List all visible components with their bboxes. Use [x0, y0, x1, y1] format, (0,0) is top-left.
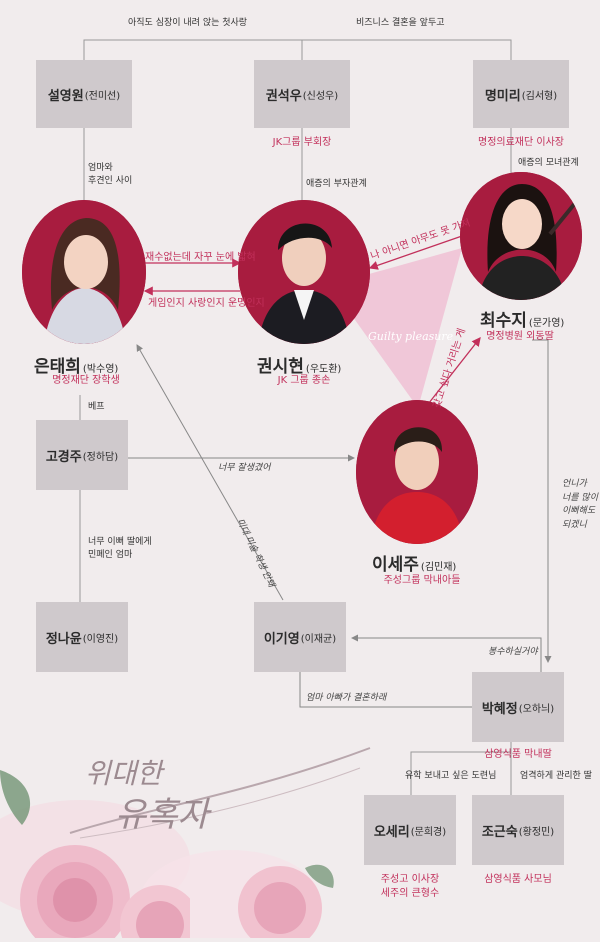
person-name: 이기영 — [263, 631, 300, 647]
relation-mom-guardian-line1: 엄마와 — [88, 163, 113, 173]
person-actor: (오하늬) — [518, 703, 555, 715]
card-kwon-seokwoo: 권석우(신성우) — [254, 60, 350, 128]
role-park: 삼영식품 막내딸 — [484, 749, 552, 760]
person-actor: (김서형) — [521, 90, 558, 102]
card-oh: 오세리(문희경) — [364, 795, 456, 865]
card-jo: 조근숙(황정민) — [472, 795, 564, 865]
role-oh-line1: 주성고 이사장 — [380, 874, 440, 885]
person-actor: (황정민) — [518, 826, 555, 838]
role-myung: 명정의료재단 이사장 — [478, 137, 564, 148]
relation-study-abroad: 유학 보내고 싶은 도련님 — [405, 771, 497, 781]
portrait-kwon-sihyun — [238, 200, 370, 344]
svg-text:위대한: 위대한 — [85, 757, 166, 790]
card-seol: 설영원(전미선) — [36, 60, 132, 128]
card-lee-giyoung: 이기영(이재균) — [254, 602, 346, 672]
svg-text:유혹자: 유혹자 — [115, 795, 213, 835]
rose-decoration-icon — [0, 830, 200, 942]
person-actor: (전미선) — [84, 90, 121, 102]
person-name: 조근숙 — [481, 824, 518, 840]
relation-hand-kind: 봉수하실거야 — [488, 647, 538, 657]
role-oh-line2: 세주의 큰형수 — [380, 887, 440, 899]
person-name: 명미리 — [484, 88, 521, 104]
relation-hate-mother-daughter: 애증의 모녀관계 — [518, 158, 579, 168]
role-lee-seju: 주성그룹 막내아들 — [383, 575, 461, 586]
relation-mom-guardian: 엄마와 후견인 사이 — [88, 162, 132, 188]
relation-hand-park-lee: 언니가 너를 많이 이뻐해도 되겠니 — [562, 479, 598, 530]
relation-first-love: 아직도 심장이 내려 앉는 첫사랑 — [128, 18, 248, 28]
leaf-decoration-icon — [0, 770, 40, 825]
person-actor: (정하담) — [82, 451, 119, 463]
role-eun: 명정재단 장학생 — [52, 375, 120, 386]
person-name: 설영원 — [47, 88, 84, 104]
role-kwon-sihyun: JK 그룹 종손 — [277, 375, 331, 386]
relation-business-marriage: 비즈니스 결혼을 앞두고 — [356, 18, 445, 28]
person-name-choi: 최수지(문가영) — [480, 311, 565, 331]
relation-mom-line1: 너무 이뻐 딸에게 — [88, 537, 152, 547]
person-name-kwon-sihyun: 권시현(우도환) — [257, 357, 342, 377]
relation-mom: 너무 이뻐 딸에게 민폐인 엄마 — [88, 536, 152, 562]
person-name: 정나윤 — [45, 631, 82, 647]
person-name: 고경주 — [45, 449, 82, 465]
relation-bestie: 베프 — [88, 402, 105, 412]
person-name: 박혜정 — [481, 701, 518, 717]
person-name-eun: 은태희(박수영) — [34, 357, 119, 377]
relation-hand-ko-lee: 너무 잘생겼어 — [218, 463, 271, 473]
card-myung: 명미리(김서형) — [473, 60, 569, 128]
role-kwon-seokwoo: JK그룹 부회장 — [272, 137, 332, 148]
role-choi: 명정병원 외동딸 — [486, 331, 554, 342]
person-actor: (문희경) — [410, 826, 447, 838]
role-jo: 삼영식품 사모님 — [484, 874, 552, 885]
logo: 위대한 유혹자 — [60, 738, 380, 848]
relation-mom-line2: 민폐인 엄마 — [88, 550, 133, 561]
person-actor: (이재균) — [300, 633, 337, 645]
relation-strict: 엄격하게 관리한 딸 — [520, 771, 592, 781]
rose-decoration-icon — [225, 858, 340, 942]
relation-annoying: 재수없는데 자꾸 눈에 밟혀 — [145, 252, 256, 263]
role-oh: 주성고 이사장 세주의 큰형수 — [340, 873, 480, 900]
person-actor: (신성우) — [302, 90, 339, 102]
relation-hate-father-son: 애증의 부자관계 — [306, 179, 367, 189]
relation-mom-guardian-line2: 후견인 사이 — [88, 176, 133, 187]
relation-game-or-love: 게임인지 사랑인지 운명인지 — [148, 298, 265, 309]
card-ko: 고경주(정하담) — [36, 420, 128, 490]
person-actor: (이영진) — [82, 633, 119, 645]
person-name: 오세리 — [373, 824, 410, 840]
person-name-lee-seju: 이세주(김민재) — [372, 555, 457, 575]
card-jung: 정나윤(이영진) — [36, 602, 128, 672]
relation-hand-parents: 엄마 아빠가 결혼하래 — [306, 693, 387, 703]
card-park: 박혜정(오하늬) — [472, 672, 564, 742]
relation-guilty-pleasure: Guilty pleasure — [368, 330, 454, 343]
portrait-lee-seju — [356, 400, 478, 544]
portrait-choi — [460, 172, 582, 300]
person-name: 권석우 — [265, 88, 302, 104]
portrait-eun — [22, 200, 146, 344]
